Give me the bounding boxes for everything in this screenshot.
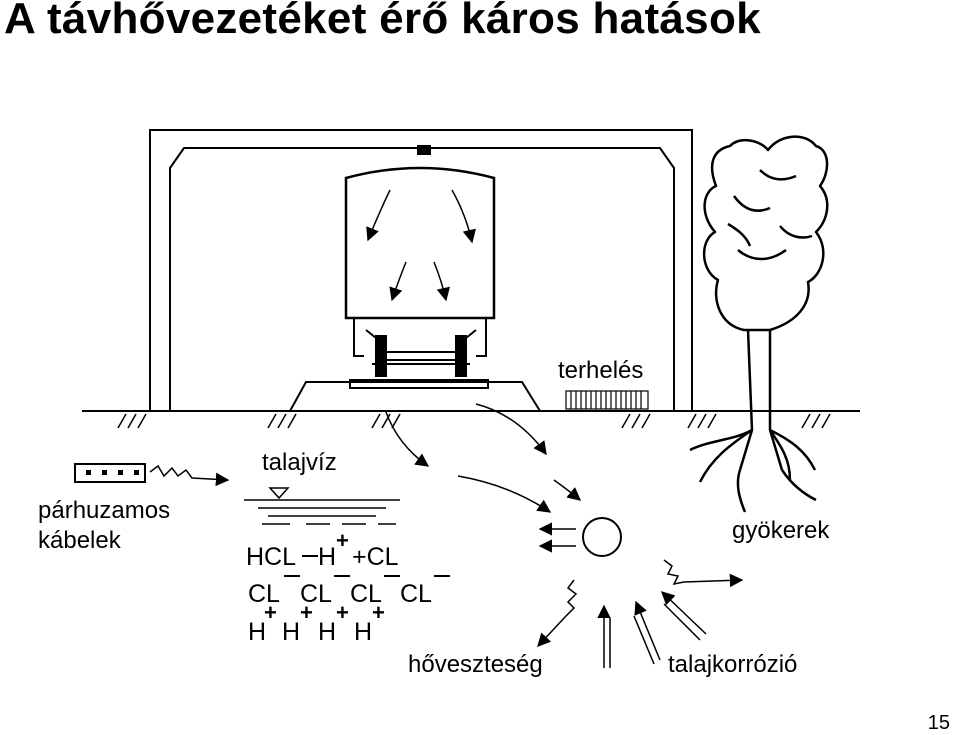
tree-icon [689, 135, 829, 513]
chem-h-1: H [248, 618, 266, 646]
chem-cl-1: CL [248, 580, 280, 608]
ground-hatching [117, 413, 831, 429]
chem-h-3: H [318, 618, 336, 646]
chem-plus-cl: +CL [352, 543, 399, 571]
chem-hplus-2: + [300, 600, 313, 625]
label-terheles: terhelés [558, 357, 643, 384]
effect-arrows [385, 403, 582, 553]
chem-hcl: HCL [246, 543, 296, 571]
chemistry-equations: HCL H + +CL CL CL CL CL H H H H + + + + [246, 528, 450, 646]
chem-h: H [318, 543, 336, 571]
label-gyokerek: gyökerek [732, 517, 830, 544]
parallel-cables [74, 463, 230, 487]
rail-vehicle [344, 145, 496, 377]
load-arrows [366, 189, 476, 302]
chem-hplus-1: + [264, 600, 277, 625]
chem-h-4: H [354, 618, 372, 646]
heat-loss-arrow [537, 579, 578, 647]
label-kabelek: kábelek [38, 527, 122, 554]
water-level-symbol [244, 487, 400, 525]
chem-hplus-4: + [372, 600, 385, 625]
chem-cl-2: CL [300, 580, 332, 608]
corrosion-arrows [597, 559, 744, 668]
chem-h-2: H [282, 618, 300, 646]
track-embankment [289, 379, 541, 412]
load-pad [565, 390, 649, 410]
chem-hplus-3: + [336, 600, 349, 625]
pipe-circle [582, 517, 622, 557]
label-parhuzamos: párhuzamos [38, 497, 170, 524]
label-hoveszteseg: hőveszteség [408, 651, 543, 678]
slide-title: A távhővezetéket érő káros hatások [4, 0, 761, 43]
chem-cl-3: CL [350, 580, 382, 608]
label-talajviz: talajvíz [262, 449, 337, 476]
chem-cl-4: CL [400, 580, 432, 608]
chem-plus-sup: + [336, 528, 349, 553]
page-number: 15 [927, 712, 950, 734]
label-talajkorrozio: talajkorrózió [668, 651, 797, 678]
